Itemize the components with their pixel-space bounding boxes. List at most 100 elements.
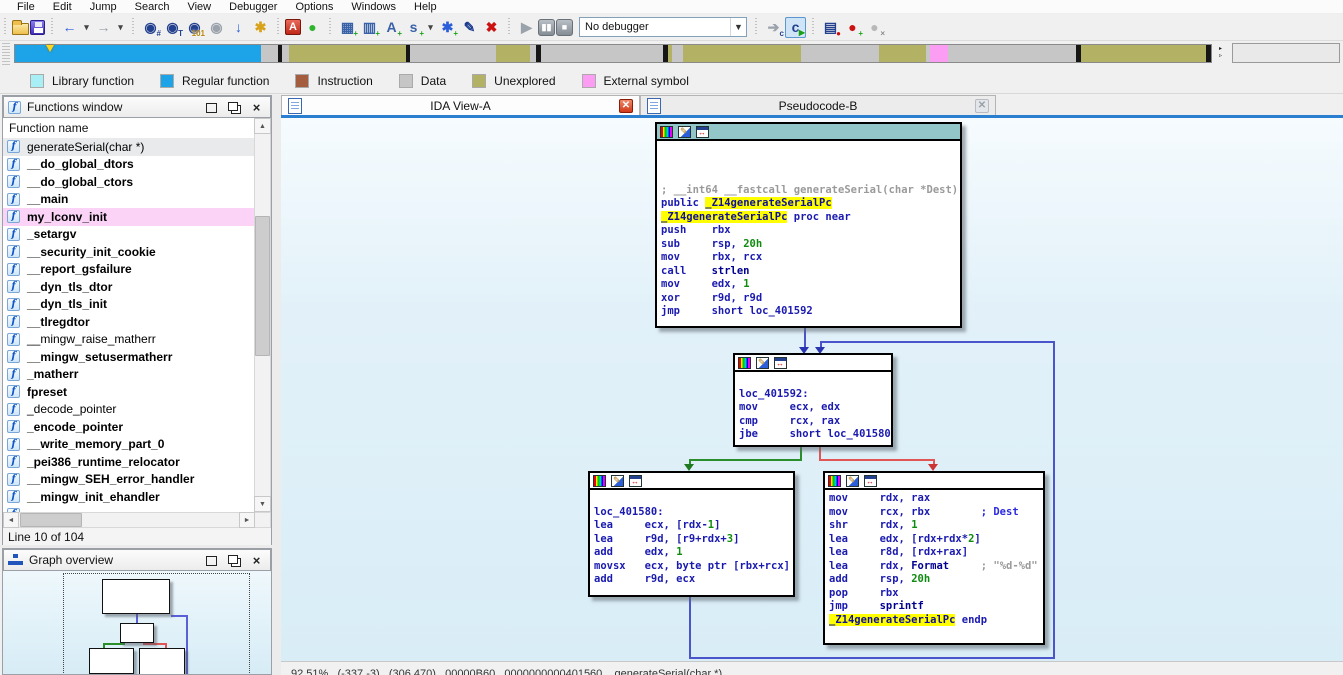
- node-loc-401580[interactable]: loc_401580:lea ecx, [rdx-1]lea r9d, [r9+…: [588, 471, 795, 597]
- maximize-icon[interactable]: [203, 101, 218, 114]
- function-row[interactable]: f__security_init_cookie: [3, 243, 271, 261]
- menu-jump[interactable]: Jump: [81, 1, 126, 13]
- node-generateSerial-entry[interactable]: ; __int64 __fastcall generateSerial(char…: [655, 122, 962, 328]
- node-loc-401592[interactable]: loc_401592:mov ecx, edxcmp rcx, raxjbe s…: [733, 353, 893, 447]
- vscroll-thumb[interactable]: [255, 216, 270, 356]
- tab-close-icon[interactable]: ✕: [975, 99, 989, 113]
- function-row[interactable]: fmy_lconv_init: [3, 208, 271, 226]
- debugger-select[interactable]: No debugger ▼: [579, 17, 747, 37]
- menu-windows[interactable]: Windows: [342, 1, 405, 13]
- node-group-icon[interactable]: [696, 126, 709, 138]
- node-edit-icon[interactable]: [756, 357, 769, 369]
- navband-segment[interactable]: [672, 45, 683, 62]
- function-row[interactable]: f__mingw_raise_matherr: [3, 331, 271, 349]
- menu-help[interactable]: Help: [405, 1, 446, 13]
- menu-debugger[interactable]: Debugger: [220, 1, 286, 13]
- function-row[interactable]: f_pei386_runtime_relocator: [3, 453, 271, 471]
- functions-column-header[interactable]: Function name: [3, 118, 271, 138]
- navband-segment[interactable]: [261, 45, 278, 62]
- node-edit-icon[interactable]: [611, 475, 624, 487]
- node-color-icon[interactable]: [593, 475, 606, 487]
- float-icon[interactable]: [226, 554, 241, 567]
- navband-segment[interactable]: [1081, 45, 1206, 62]
- node-color-icon[interactable]: [828, 475, 841, 487]
- function-row[interactable]: fgenerateSerial(char *): [3, 138, 271, 156]
- save-icon[interactable]: [30, 20, 45, 35]
- search-text-icon[interactable]: ◉T: [162, 17, 183, 38]
- function-row[interactable]: f__mingw_SEH_error_handler: [3, 471, 271, 489]
- node-titlebar[interactable]: [825, 473, 1043, 490]
- toolbar-grip[interactable]: [2, 43, 10, 66]
- menu-search[interactable]: Search: [126, 1, 179, 13]
- back-arrow-icon[interactable]: ←: [59, 17, 80, 38]
- highlight-lock-icon[interactable]: ✱: [250, 17, 271, 38]
- navband-segment[interactable]: [683, 45, 801, 62]
- function-row[interactable]: f__tlregdtor: [3, 313, 271, 331]
- node-group-icon[interactable]: [629, 475, 642, 487]
- navband-segment[interactable]: [879, 45, 927, 62]
- function-row[interactable]: f__do_global_dtors: [3, 156, 271, 174]
- function-row[interactable]: f_encode_pointer: [3, 418, 271, 436]
- function-row[interactable]: f__dyn_tls_init: [3, 296, 271, 314]
- node-color-icon[interactable]: [738, 357, 751, 369]
- node-color-icon[interactable]: [660, 126, 673, 138]
- run-console-icon[interactable]: c▶: [785, 17, 806, 38]
- function-row[interactable]: f__report_gsfailure: [3, 261, 271, 279]
- make-data-icon[interactable]: ▥+: [359, 17, 380, 38]
- undefine-icon[interactable]: ✖: [481, 17, 502, 38]
- function-row[interactable]: f__do_global_ctors: [3, 173, 271, 191]
- close-icon[interactable]: ×: [249, 101, 264, 114]
- menu-edit[interactable]: Edit: [44, 1, 81, 13]
- functions-window-titlebar[interactable]: f Functions window ×: [3, 96, 271, 118]
- make-array-icon[interactable]: ✱+: [437, 17, 458, 38]
- function-row[interactable]: f__main: [3, 191, 271, 209]
- search-again-icon[interactable]: ◉: [206, 17, 227, 38]
- node-titlebar[interactable]: [657, 124, 960, 141]
- graph-overview-canvas[interactable]: [3, 571, 271, 674]
- make-name-icon[interactable]: A+: [381, 17, 402, 38]
- vertical-splitter[interactable]: [272, 95, 281, 675]
- navband-segment[interactable]: [930, 45, 948, 62]
- function-row[interactable]: f_decode_pointer: [3, 401, 271, 419]
- open-file-icon[interactable]: [12, 23, 29, 35]
- scroll-left-icon[interactable]: ◄: [3, 512, 19, 528]
- float-icon[interactable]: [226, 101, 241, 114]
- debug-pause-icon[interactable]: ▮▮: [538, 19, 555, 36]
- chevron-down-icon[interactable]: ▼: [730, 18, 746, 36]
- navband-segment[interactable]: [948, 45, 1076, 62]
- navband-segment[interactable]: [410, 45, 496, 62]
- function-row[interactable]: f__mingw_init_ehandler: [3, 488, 271, 506]
- maximize-icon[interactable]: [203, 554, 218, 567]
- tab-pseudocode-b[interactable]: Pseudocode-B ✕: [640, 95, 996, 115]
- make-string-icon[interactable]: s+: [403, 17, 424, 38]
- node-generateSerial-exit[interactable]: mov rdx, raxmov rcx, rbx ; Destshr rdx, …: [823, 471, 1045, 645]
- close-icon[interactable]: ×: [249, 554, 264, 567]
- node-group-icon[interactable]: [864, 475, 877, 487]
- breakpoint-list-icon[interactable]: ▤●: [820, 17, 841, 38]
- menu-view[interactable]: View: [178, 1, 220, 13]
- navband-segment[interactable]: [289, 45, 407, 62]
- navband-segment[interactable]: [496, 45, 530, 62]
- function-row[interactable]: f_matherr: [3, 366, 271, 384]
- string-dropdown-icon[interactable]: ▾: [425, 17, 436, 38]
- forward-arrow-icon[interactable]: →: [93, 17, 114, 38]
- navband-segment[interactable]: [282, 45, 289, 62]
- node-titlebar[interactable]: [590, 473, 793, 490]
- navband-segment[interactable]: [1206, 45, 1211, 62]
- node-titlebar[interactable]: [735, 355, 891, 372]
- search-sequence-icon[interactable]: ◉101: [184, 17, 205, 38]
- function-row[interactable]: f__dyn_tls_dtor: [3, 278, 271, 296]
- node-edit-icon[interactable]: [846, 475, 859, 487]
- navband-segment[interactable]: [541, 45, 663, 62]
- navigation-band[interactable]: [14, 44, 1212, 63]
- function-row[interactable]: f__mingw_setusermatherr: [3, 348, 271, 366]
- debug-run-icon[interactable]: ▶: [516, 17, 537, 38]
- graph-canvas[interactable]: ; __int64 __fastcall generateSerial(char…: [281, 118, 1343, 661]
- make-code-icon[interactable]: ▦+: [337, 17, 358, 38]
- menu-options[interactable]: Options: [286, 1, 342, 13]
- add-breakpoint-icon[interactable]: ●+: [842, 17, 863, 38]
- function-row[interactable]: f_setargv: [3, 226, 271, 244]
- debug-stop-icon[interactable]: ■: [556, 19, 573, 36]
- navband-scroll-arrows[interactable]: ▸▹: [1219, 46, 1227, 60]
- scroll-right-icon[interactable]: ►: [239, 512, 255, 528]
